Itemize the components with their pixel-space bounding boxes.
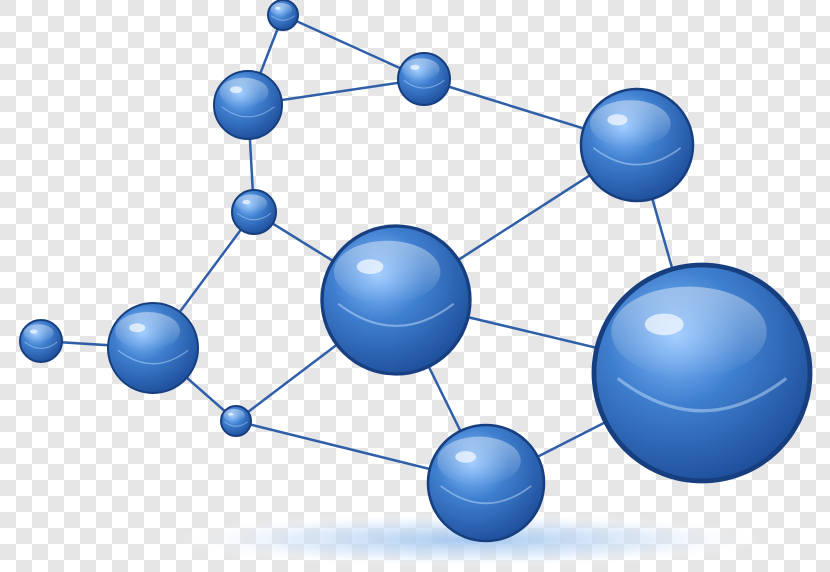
atom-sphere bbox=[320, 224, 472, 376]
atom-sphere bbox=[591, 262, 813, 484]
sphere-shine bbox=[333, 240, 441, 303]
sphere-reflection bbox=[221, 106, 275, 118]
sphere-highlight bbox=[29, 329, 38, 334]
atom-sphere bbox=[213, 70, 283, 140]
sphere-highlight bbox=[410, 64, 420, 70]
sphere-shine bbox=[270, 3, 293, 16]
sphere-reflection bbox=[403, 79, 445, 89]
atom-sphere bbox=[397, 52, 451, 106]
sphere-reflection bbox=[223, 421, 249, 427]
sphere-highlight bbox=[229, 86, 243, 94]
atom-sphere bbox=[231, 189, 277, 235]
sphere-shine bbox=[223, 409, 245, 422]
sphere-highlight bbox=[607, 114, 628, 126]
sphere-reflection bbox=[236, 212, 272, 221]
sphere-reflection bbox=[117, 349, 189, 365]
sphere-highlight bbox=[455, 451, 477, 463]
sphere-reflection bbox=[270, 15, 296, 21]
sphere-highlight bbox=[275, 6, 281, 10]
sphere-highlight bbox=[242, 199, 251, 205]
atom-spheres bbox=[19, 0, 813, 543]
atom-sphere bbox=[106, 301, 200, 395]
sphere-shine bbox=[115, 312, 180, 350]
sphere-highlight bbox=[129, 323, 146, 333]
sphere-highlight bbox=[228, 412, 234, 416]
sphere-shine bbox=[589, 100, 671, 148]
atom-sphere bbox=[267, 0, 299, 31]
sphere-reflection bbox=[616, 377, 788, 413]
sphere-reflection bbox=[592, 147, 682, 166]
sphere-shine bbox=[611, 286, 767, 378]
sphere-highlight bbox=[356, 259, 384, 275]
atom-sphere bbox=[220, 405, 252, 437]
sphere-highlight bbox=[644, 313, 684, 336]
sphere-shine bbox=[219, 77, 269, 107]
atom-sphere bbox=[579, 87, 695, 203]
sphere-shine bbox=[23, 324, 54, 342]
sphere-reflection bbox=[440, 485, 532, 505]
atom-sphere bbox=[19, 319, 63, 363]
sphere-reflection bbox=[337, 302, 455, 328]
sphere-reflection bbox=[24, 341, 58, 349]
sphere-shine bbox=[402, 58, 440, 81]
atom-sphere bbox=[426, 423, 546, 543]
sphere-shine bbox=[437, 436, 521, 486]
sphere-shine bbox=[235, 194, 268, 213]
